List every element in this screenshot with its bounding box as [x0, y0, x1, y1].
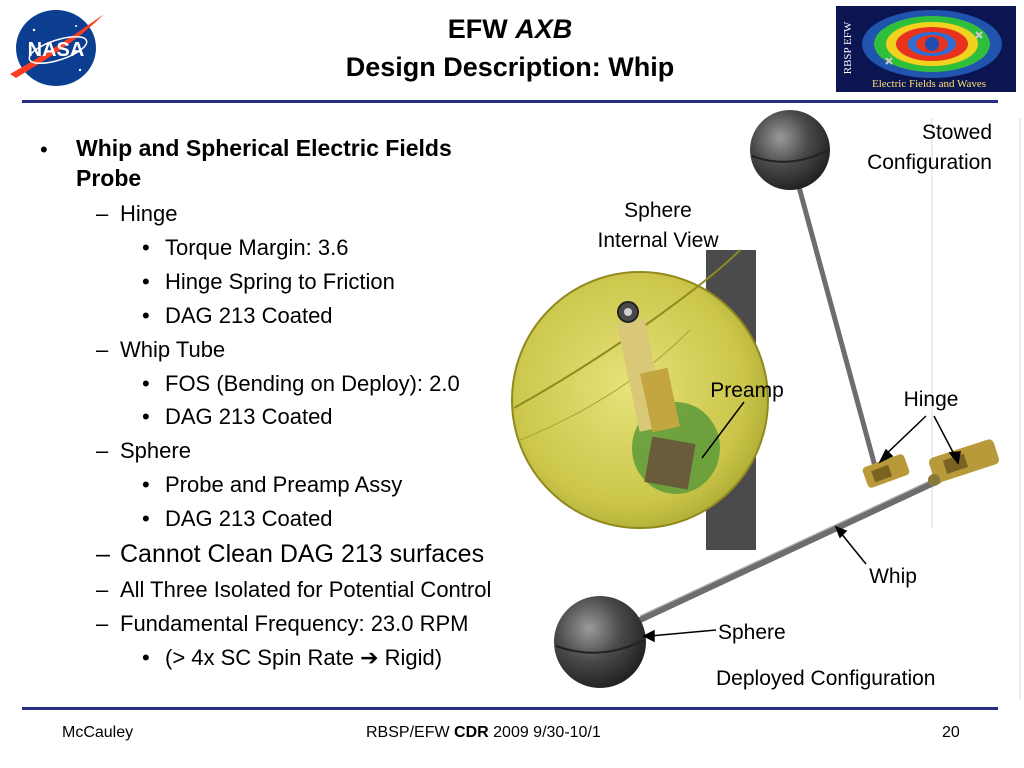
item-hinge-dag: DAG 213 Coated — [165, 303, 333, 328]
dash-marker: – — [96, 438, 109, 463]
sub-bullet-whip-tube: Whip Tube — [120, 337, 226, 362]
item-whip-dag: DAG 213 Coated — [165, 404, 333, 429]
callout-arrows — [642, 415, 961, 643]
dash-marker: – — [96, 540, 110, 568]
footer-review: CDR — [454, 724, 489, 741]
bullet-marker: • — [142, 404, 150, 429]
dash-marker: – — [96, 611, 109, 636]
bullet-marker: • — [40, 137, 48, 162]
item-spin-rate: (> 4x SC Spin Rate ➔ Rigid) — [165, 644, 442, 672]
header-divider — [22, 100, 998, 103]
item-hinge-spring: Hinge Spring to Friction — [165, 269, 395, 294]
stowed-sphere — [750, 110, 830, 190]
subtitle: Design Description: Whip — [345, 52, 675, 82]
stowed-label: Stowed — [880, 118, 992, 148]
dash-marker: – — [96, 577, 109, 602]
sphere-internal-line1: Sphere — [624, 199, 692, 222]
bullet-marker: • — [142, 645, 150, 670]
rbsp-efw-logo: RBSP EFW Electric Fields and Waves — [836, 6, 1016, 92]
hinge-label: Hinge — [903, 388, 959, 411]
footer-author: McCauley — [62, 724, 134, 741]
sub-bullet-sphere: Sphere — [120, 438, 191, 463]
dash-marker: – — [96, 337, 109, 362]
deployed-configuration-label: Deployed Configuration — [716, 667, 936, 690]
stowed-label-line1: Stowed — [921, 121, 992, 144]
bullet-marker: • — [142, 472, 150, 497]
main-bullet-line1: Whip and Spherical Electric Fields — [76, 135, 452, 161]
sphere-internal-line2: Internal View — [597, 229, 719, 252]
rbsp-side-label: RBSP EFW — [836, 6, 858, 92]
page-title: EFW AXB Design Description: Whip — [200, 10, 820, 86]
deployed-hinge — [928, 439, 1000, 486]
item-probe-preamp: Probe and Preamp Assy — [165, 472, 403, 497]
rbsp-caption: Electric Fields and Waves — [872, 78, 987, 90]
deployed-whip-rod — [638, 477, 942, 623]
nasa-wordmark: NASA — [28, 39, 85, 61]
bullet-marker: • — [142, 235, 150, 260]
preamp-pointer — [701, 401, 745, 459]
bullet-marker: • — [142, 371, 150, 396]
item-sphere-dag: DAG 213 Coated — [165, 506, 333, 531]
spin-rate-result: Rigid) — [384, 645, 443, 670]
page-number: 20 — [942, 724, 960, 741]
sphere-label: Sphere — [718, 621, 786, 644]
whip-label: Whip — [869, 565, 917, 588]
item-torque-margin: Torque Margin: 3.6 — [165, 235, 349, 260]
sphere-internal-label: Sphere Internal View — [578, 196, 738, 256]
configuration-label: Configuration — [867, 151, 992, 174]
stowed-hinge — [862, 454, 910, 488]
spin-rate-text: (> 4x SC Spin Rate — [165, 645, 354, 670]
footer-center: RBSP/EFW CDR 2009 9/30-10/1 — [366, 724, 601, 742]
sub-bullet-cannot-clean: Cannot Clean DAG 213 surfaces — [120, 540, 485, 568]
deployed-sphere — [554, 596, 646, 688]
sphere-internal-view — [511, 249, 769, 550]
stowed-whip-rod — [793, 175, 879, 471]
sub-bullet-frequency: Fundamental Frequency: 23.0 RPM — [120, 611, 469, 636]
preamp-label: Preamp — [710, 379, 784, 402]
item-fos: FOS (Bending on Deploy): 2.0 — [165, 371, 460, 396]
dash-marker: – — [96, 201, 109, 226]
footer-project: RBSP/EFW — [366, 724, 450, 741]
bullet-marker: • — [142, 506, 150, 531]
nasa-logo: NASA — [6, 4, 106, 88]
title-prefix: EFW — [447, 14, 508, 44]
title-line: EFW AXB — [200, 10, 820, 48]
footer-date: 2009 9/30-10/1 — [493, 724, 601, 741]
footer-divider — [22, 707, 998, 710]
sub-bullet-hinge: Hinge — [120, 201, 178, 226]
bullet-marker: • — [142, 269, 150, 294]
bullet-marker: • — [142, 303, 150, 328]
main-bullet-line2: Probe — [76, 165, 142, 191]
sub-bullet-isolated: All Three Isolated for Potential Control — [120, 577, 492, 602]
title-italic: AXB — [515, 14, 573, 44]
arrow-right-icon: ➔ — [360, 645, 379, 670]
